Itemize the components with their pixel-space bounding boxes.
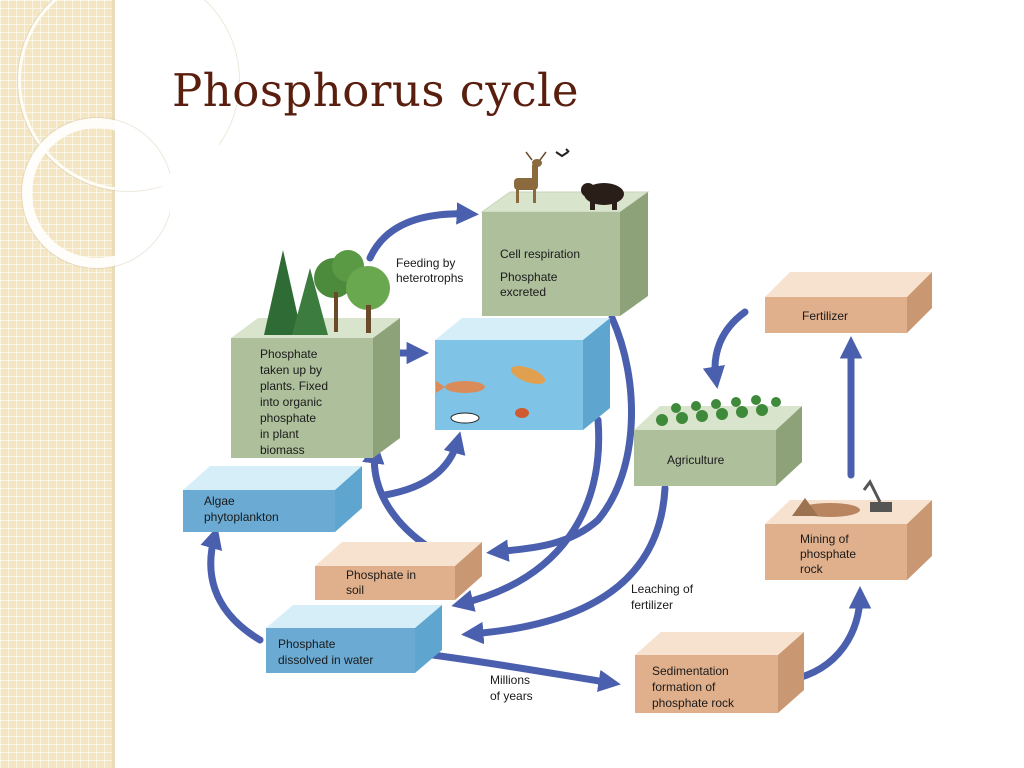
deer-icon [514,151,547,203]
fish-icon [436,365,546,424]
arrow-aquatic-to-water [451,416,603,612]
plants-block: Phosphate taken up by plants. Fixed into… [231,250,400,458]
bear-icon [581,183,624,210]
arrow-soil-to-plants [362,441,434,552]
label-water: Phosphate dissolved in water [278,637,373,667]
label-plants: Phosphate taken up by plants. Fixed into… [260,347,331,457]
aquatic-block [435,318,610,430]
label-millions: Millions of years [490,673,533,703]
label-leaching: Leaching of fertilizer [631,582,696,612]
soil-block: Phosphate in soil [315,542,482,600]
arrow-fertilizer-to-agriculture [702,308,749,389]
label-sediment: Sedimentation formation of phosphate roc… [652,664,735,710]
label-soil: Phosphate in soil [346,568,419,597]
fertilizer-block: Fertilizer [765,272,932,333]
arrow-algae-to-water [381,431,466,499]
crops-icon [656,395,781,426]
label-animals: Cell respiration Phosphate excreted [500,247,583,299]
arrow-leaching [461,484,669,645]
arrow-plants-to-animals [366,202,479,262]
algae-block: Algae phytoplankton [183,466,362,532]
arrow-water-to-algae [200,526,264,644]
label-fertilizer: Fertilizer [802,309,848,323]
bird-icon [555,148,570,158]
label-algae: Algae phytoplankton [204,494,279,524]
tree-icon [264,250,390,335]
mining-block: Mining of phosphate rock [765,479,932,580]
arrow-water-to-sediment [406,648,621,693]
excavator-icon [862,479,892,512]
rock-pile-icon [792,498,818,516]
decorative-ring [22,118,172,268]
sediment-block: Sedimentation formation of phosphate roc… [635,632,804,713]
arrow-sediment-to-mining [786,586,872,684]
slide-title: Phosphorus cycle [172,64,580,117]
label-feeding: Feeding by heterotrophs [396,256,463,285]
water-block: Phosphate dissolved in water [266,605,442,673]
agriculture-block: Agriculture [634,395,802,486]
animals-block: Cell respiration Phosphate excreted [480,148,650,316]
label-mining: Mining of phosphate rock [800,532,859,576]
arrow-animals-to-soil [486,314,635,562]
label-agriculture: Agriculture [667,453,725,467]
